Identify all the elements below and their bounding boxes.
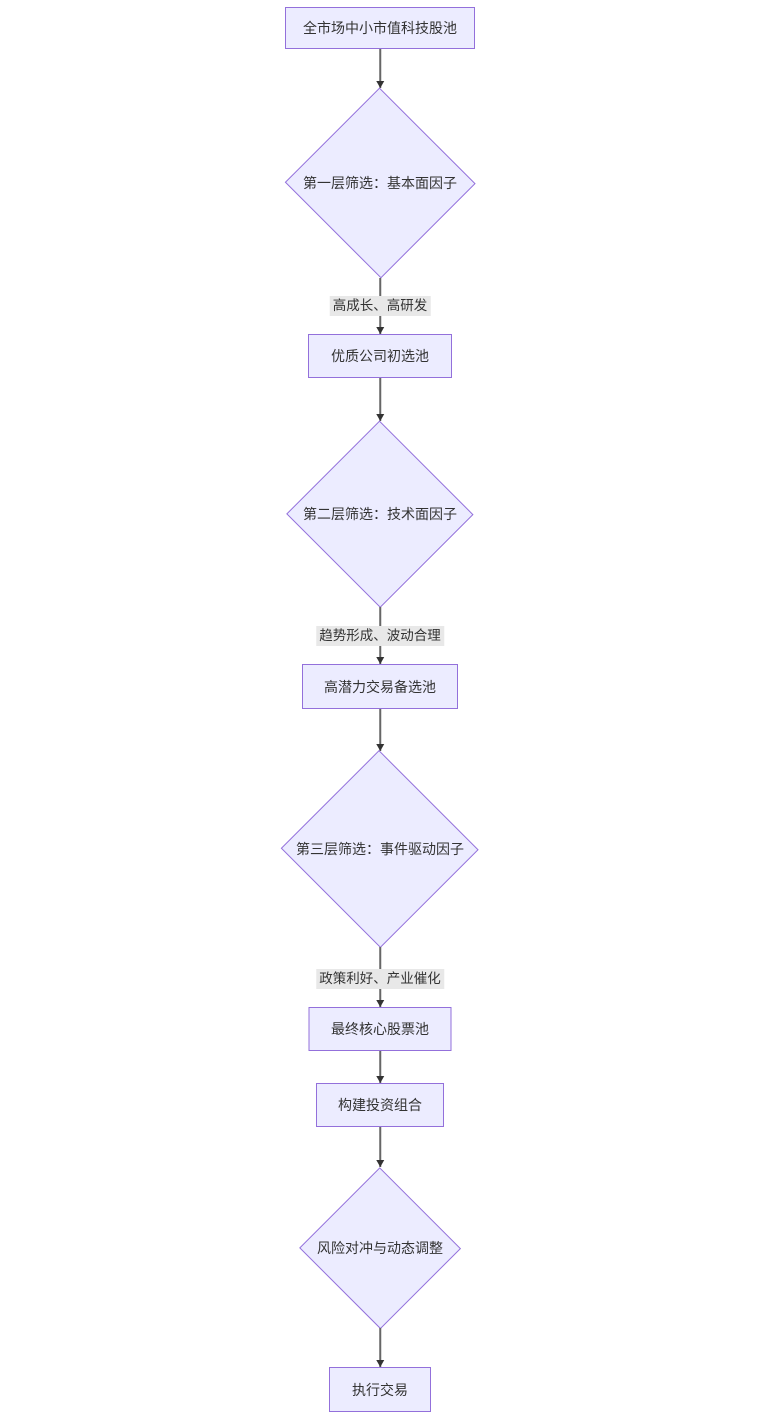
node-label: 第三层筛选：事件驱动因子: [296, 841, 464, 857]
node-market-pool: 全市场中小市值科技股池: [285, 7, 475, 49]
edge-arrow-9: [376, 1328, 384, 1367]
node-quality-pool: 优质公司初选池: [308, 334, 452, 378]
node-execute-trade: 执行交易: [329, 1367, 431, 1412]
arrowhead-icon: [376, 1000, 384, 1007]
node-label: 执行交易: [352, 1381, 408, 1398]
node-label: 第一层筛选：基本面因子: [303, 175, 457, 191]
arrowhead-icon: [376, 1076, 384, 1083]
node-build-portfolio: 构建投资组合: [316, 1083, 444, 1127]
edge-arrow-8: [376, 1127, 384, 1167]
arrowhead-icon: [376, 1160, 384, 1167]
arrowhead-icon: [376, 1360, 384, 1367]
edge-arrow-7: [376, 1051, 384, 1083]
edge-arrow-1: [376, 49, 384, 88]
edge-label-growth: 高成长、高研发: [329, 296, 431, 317]
arrowhead-icon: [376, 81, 384, 88]
node-label: 构建投资组合: [338, 1097, 422, 1113]
edge-arrow-5: [376, 709, 384, 751]
arrowhead-icon: [376, 327, 384, 334]
decision-event-filter: 第三层筛选：事件驱动因子: [280, 750, 480, 948]
node-high-potential-pool: 高潜力交易备选池: [302, 664, 458, 709]
node-label: 全市场中小市值科技股池: [303, 20, 457, 36]
arrowhead-icon: [376, 414, 384, 421]
edge-label-policy: 政策利好、产业催化: [316, 969, 444, 990]
node-label: 第二层筛选：技术面因子: [303, 506, 457, 522]
decision-technical-filter: 第二层筛选：技术面因子: [286, 420, 474, 608]
edge-arrow-3: [376, 378, 384, 421]
decision-risk-adjust: 风险对冲与动态调整: [299, 1166, 461, 1329]
node-label: 优质公司初选池: [331, 348, 429, 364]
edge-label-trend: 趋势形成、波动合理: [316, 626, 444, 647]
decision-fundamental-filter: 第一层筛选：基本面因子: [284, 87, 476, 279]
node-label: 高潜力交易备选池: [324, 678, 436, 695]
arrowhead-icon: [376, 657, 384, 664]
node-label: 风险对冲与动态调整: [317, 1239, 443, 1256]
arrowhead-icon: [376, 744, 384, 751]
node-core-pool: 最终核心股票池: [308, 1007, 452, 1051]
node-label: 最终核心股票池: [331, 1021, 429, 1037]
